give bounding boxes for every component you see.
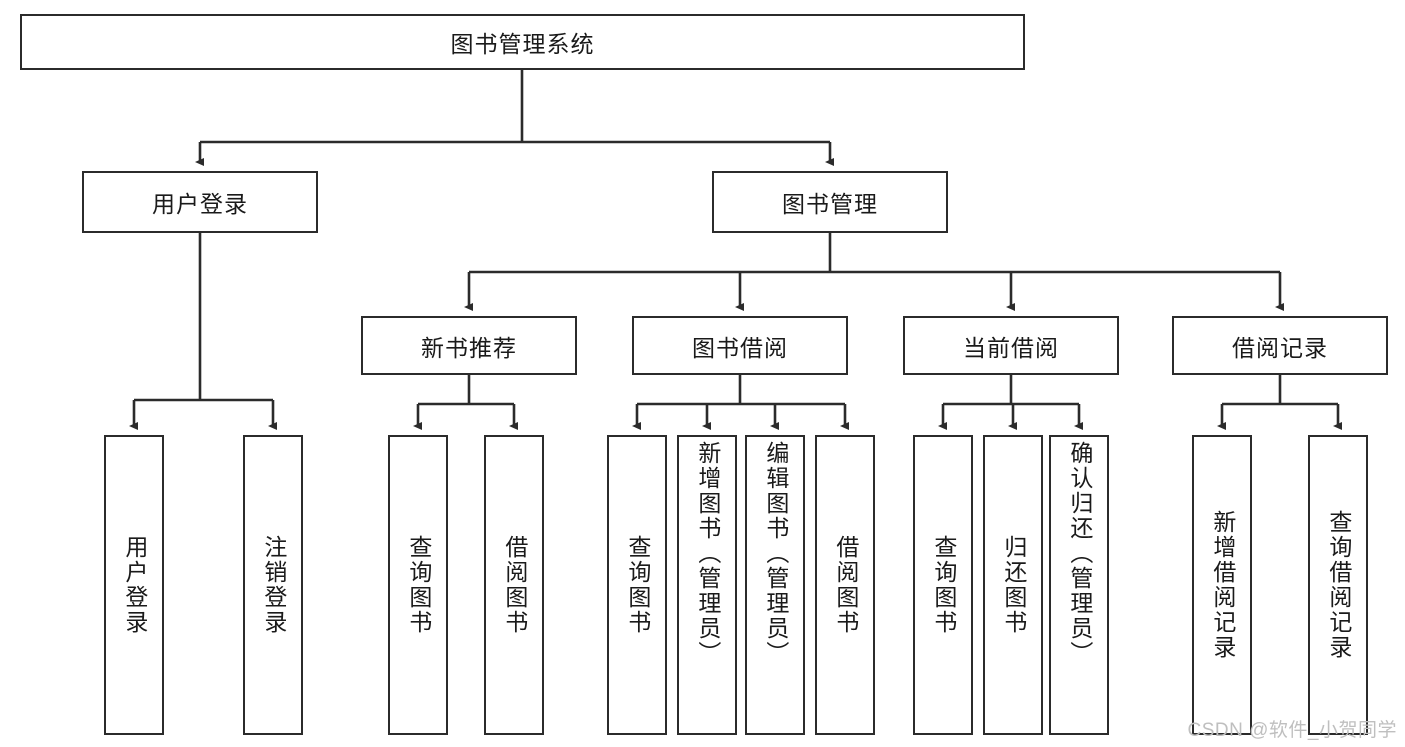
node-book-management[interactable]: 图书管理 (712, 171, 948, 233)
node-borrow-record[interactable]: 借阅记录 (1172, 316, 1388, 375)
node-leaf-return-book[interactable]: 归还图书 (983, 435, 1043, 735)
node-leaf-add-book[interactable]: 新增图书（管理员） (677, 435, 737, 735)
node-leaf-user-login[interactable]: 用户登录 (104, 435, 164, 735)
leaf-label: 新增图书（管理员） (694, 441, 721, 666)
node-leaf-logout[interactable]: 注销登录 (243, 435, 303, 735)
leaf-label: 查询图书 (624, 535, 651, 635)
leaf-label: 归还图书 (1000, 535, 1027, 635)
leaf-label: 确认归还（管理员） (1066, 441, 1093, 666)
node-leaf-query-book-recommend[interactable]: 查询图书 (388, 435, 448, 735)
node-new-book-recommend[interactable]: 新书推荐 (361, 316, 577, 375)
node-leaf-edit-book[interactable]: 编辑图书（管理员） (745, 435, 805, 735)
leaf-label: 查询图书 (405, 535, 432, 635)
node-root-system[interactable]: 图书管理系统 (20, 14, 1025, 70)
node-leaf-borrow-book-recommend[interactable]: 借阅图书 (484, 435, 544, 735)
csdn-watermark: CSDN @软件_小贺同学 (1187, 720, 1397, 741)
leaf-label: 新增借阅记录 (1209, 510, 1236, 660)
node-leaf-confirm-return[interactable]: 确认归还（管理员） (1049, 435, 1109, 735)
node-leaf-add-borrow-record[interactable]: 新增借阅记录 (1192, 435, 1252, 735)
node-user-login[interactable]: 用户登录 (82, 171, 318, 233)
leaf-label: 注销登录 (260, 535, 287, 635)
node-leaf-query-borrow-record[interactable]: 查询借阅记录 (1308, 435, 1368, 735)
node-leaf-borrow-book[interactable]: 借阅图书 (815, 435, 875, 735)
leaf-label: 编辑图书（管理员） (762, 441, 789, 666)
node-book-borrow[interactable]: 图书借阅 (632, 316, 848, 375)
leaf-label: 借阅图书 (832, 535, 859, 635)
node-leaf-query-book-current[interactable]: 查询图书 (913, 435, 973, 735)
leaf-label: 借阅图书 (501, 535, 528, 635)
leaf-label: 查询借阅记录 (1325, 510, 1352, 660)
leaf-label: 用户登录 (121, 535, 148, 635)
node-current-borrow[interactable]: 当前借阅 (903, 316, 1119, 375)
leaf-label: 查询图书 (930, 535, 957, 635)
node-leaf-query-book-borrow[interactable]: 查询图书 (607, 435, 667, 735)
